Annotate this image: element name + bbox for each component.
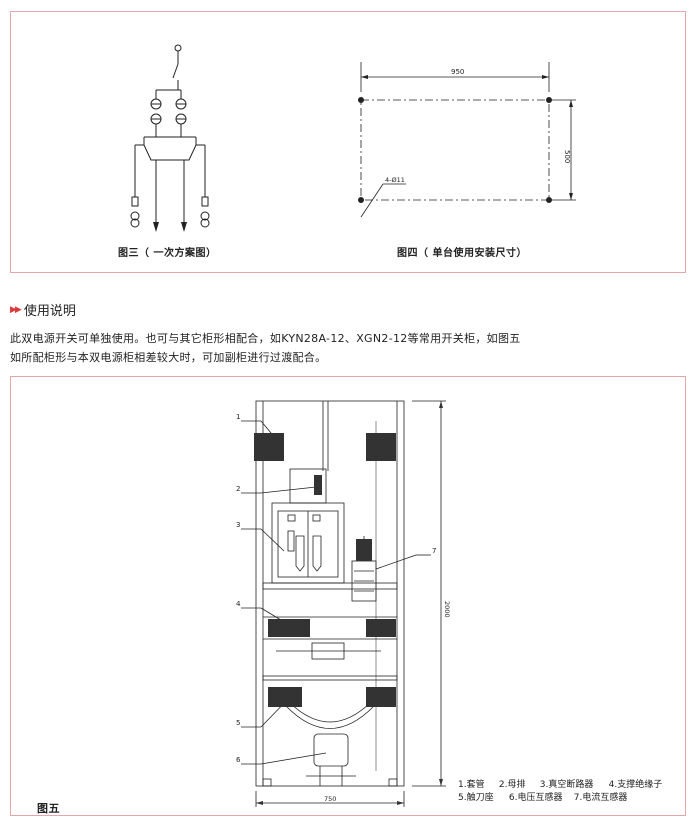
callout-1: 1 — [236, 413, 240, 421]
legend-item: 2.母排 — [498, 780, 526, 790]
legend-item: 1.套管 — [458, 780, 485, 790]
callout-4: 4 — [236, 600, 241, 608]
callout-6: 6 — [236, 756, 241, 764]
legend-item: 4.支撑绝缘子 — [608, 780, 663, 790]
figure-panel-top: 图三（ 一次方案图） 950 500 4-Ø11 图四（ 单台使用安装尺寸） — [10, 11, 686, 273]
usage-paragraph: 此双电源开关可单独使用。也可与其它柜形相配合，如KYN28A-12、XGN2-1… — [10, 329, 610, 367]
dim-height-label: 500 — [563, 150, 571, 163]
legend-item: 3.真空断路器 — [539, 780, 594, 790]
hole-label: 4-Ø11 — [385, 176, 405, 184]
paragraph-line: 如所配柜形与本双电源柜相差较大时，可加副柜进行过渡配合。 — [10, 351, 327, 364]
callout-7: 7 — [432, 547, 436, 555]
dim-cabinet-width: 750 — [324, 795, 336, 803]
cabinet-layout-drawing: 1 2 3 4 5 6 7 2000 750 — [236, 400, 451, 807]
figure5-caption: 图五 — [37, 802, 60, 815]
legend-item: 6.电压互感器 — [508, 793, 563, 803]
legend-item: 5.触刀座 — [458, 793, 494, 803]
double-arrow-icon: ▶▶ — [10, 304, 22, 315]
callout-5: 5 — [236, 719, 240, 727]
mounting-dimension-drawing: 950 500 4-Ø11 — [358, 62, 576, 218]
dim-cabinet-height: 2000 — [443, 601, 451, 618]
section-title: ▶▶ 使用说明 — [10, 300, 76, 319]
component-legend: 1.套管 2.母排 3.真空断路器 4.支撑绝缘子 5.触刀座 6.电压互感器 … — [458, 779, 662, 805]
dim-width-label: 950 — [451, 68, 464, 76]
section-title-text: 使用说明 — [23, 304, 76, 319]
single-line-diagram — [130, 44, 210, 232]
legend-item: 7.电流互感器 — [573, 793, 628, 803]
callout-2: 2 — [236, 485, 240, 493]
figure-panel-bottom: 1 2 3 4 5 6 7 2000 750 图五 — [10, 376, 686, 816]
callout-3: 3 — [236, 521, 240, 529]
figure4-caption: 图四（ 单台使用安装尺寸） — [397, 248, 527, 259]
figure3-caption: 图三（ 一次方案图） — [118, 248, 217, 259]
paragraph-line: 此双电源开关可单独使用。也可与其它柜形相配合，如KYN28A-12、XGN2-1… — [10, 332, 521, 345]
